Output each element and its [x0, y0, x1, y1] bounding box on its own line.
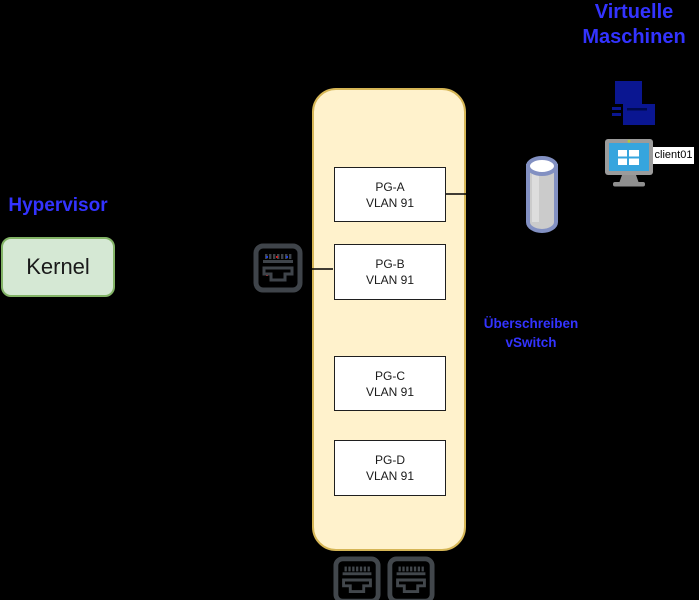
vm-name-label: client01 — [653, 147, 694, 164]
ethernet-port-icon — [387, 556, 435, 600]
port-group-d-vlan: VLAN 91 — [365, 469, 415, 483]
kernel-box: Kernel — [1, 237, 115, 297]
hypervisor-label: Hypervisor — [8, 195, 108, 216]
port-group-a: PG-A VLAN 91 — [334, 167, 446, 222]
port-group-b-vlan: VLAN 91 — [365, 273, 415, 287]
kernel-label: Kernel — [26, 254, 90, 279]
vm-title-line2: Maschinen — [582, 26, 686, 48]
vm-section-title: Virtuelle Maschinen — [569, 0, 699, 50]
windows-monitor-icon — [605, 139, 653, 187]
port-group-d-name: PG-D — [375, 453, 405, 467]
vm-title-line1: Virtuelle — [594, 1, 674, 23]
port-group-a-vlan: VLAN 91 — [365, 195, 415, 210]
cylinder-pipe-icon — [526, 156, 558, 233]
navy-computer-icon — [612, 81, 655, 125]
vswitch-caption-line1: Überschreiben — [483, 316, 579, 331]
vswitch-container: PG-A VLAN 91 PG-B VLAN 91 PG-C VLAN 91 P… — [312, 88, 466, 551]
ethernet-port-icon — [333, 556, 381, 600]
port-group-c-vlan: VLAN 91 — [365, 384, 415, 399]
vswitch-caption-line2: vSwitch — [505, 335, 557, 350]
vswitch-caption: Überschreiben vSwitch — [460, 314, 602, 352]
ethernet-port-icon — [253, 243, 303, 293]
windows-logo-icon — [618, 150, 639, 165]
port-group-c-name: PG-C — [375, 368, 405, 383]
port-group-d: PG-D VLAN 91 — [334, 440, 446, 496]
port-group-b: PG-B VLAN 91 — [334, 244, 446, 300]
port-group-c: PG-C VLAN 91 — [334, 356, 446, 411]
port-group-b-name: PG-B — [375, 257, 405, 271]
port-group-a-name: PG-A — [375, 179, 405, 194]
